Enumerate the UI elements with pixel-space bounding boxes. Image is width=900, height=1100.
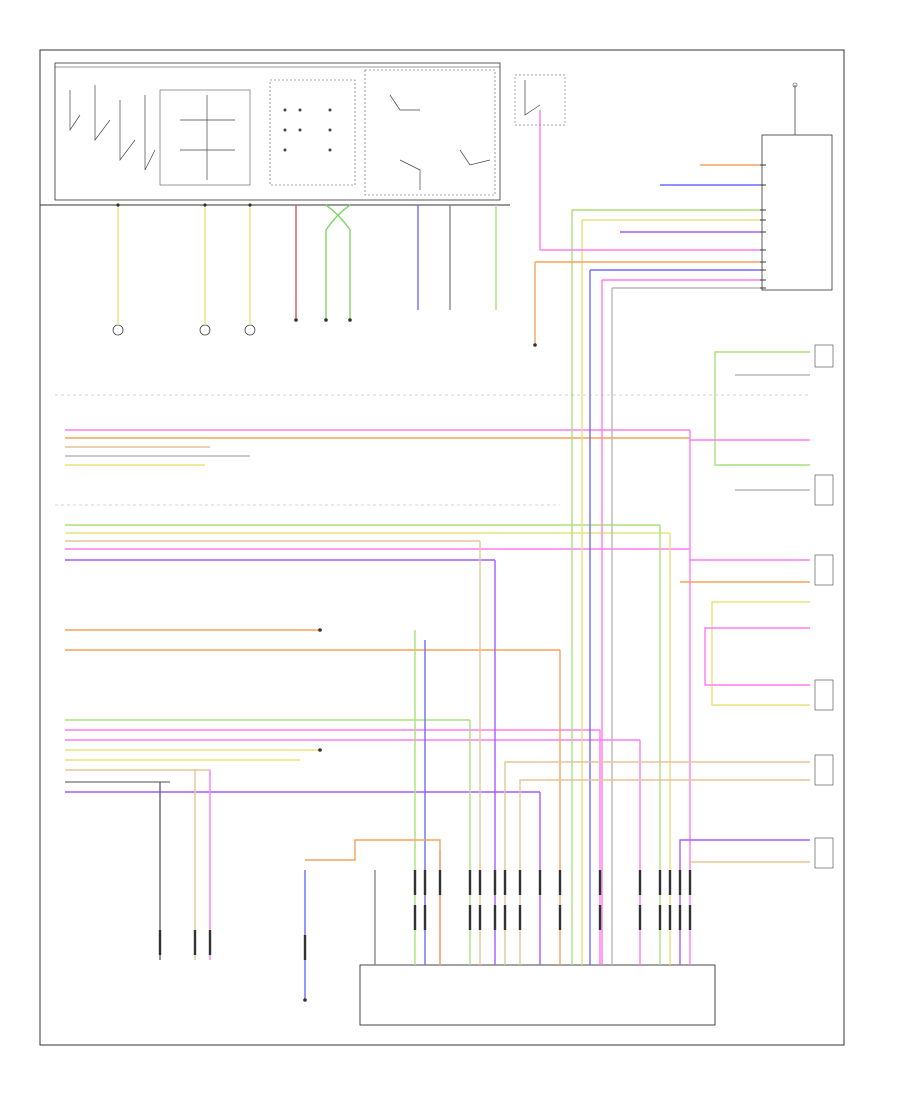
right-components	[814, 344, 834, 869]
splice-points	[116, 203, 537, 1002]
diagram-frame	[39, 49, 845, 1046]
reference-lines	[55, 394, 810, 506]
left-connectors	[112, 324, 256, 336]
wire-harness	[65, 110, 810, 1000]
right-module	[761, 82, 833, 291]
main-control-module	[359, 964, 716, 1026]
module-pin-markers	[158, 870, 692, 960]
right-pin-markers	[760, 164, 766, 289]
top-switch-module	[54, 62, 501, 201]
